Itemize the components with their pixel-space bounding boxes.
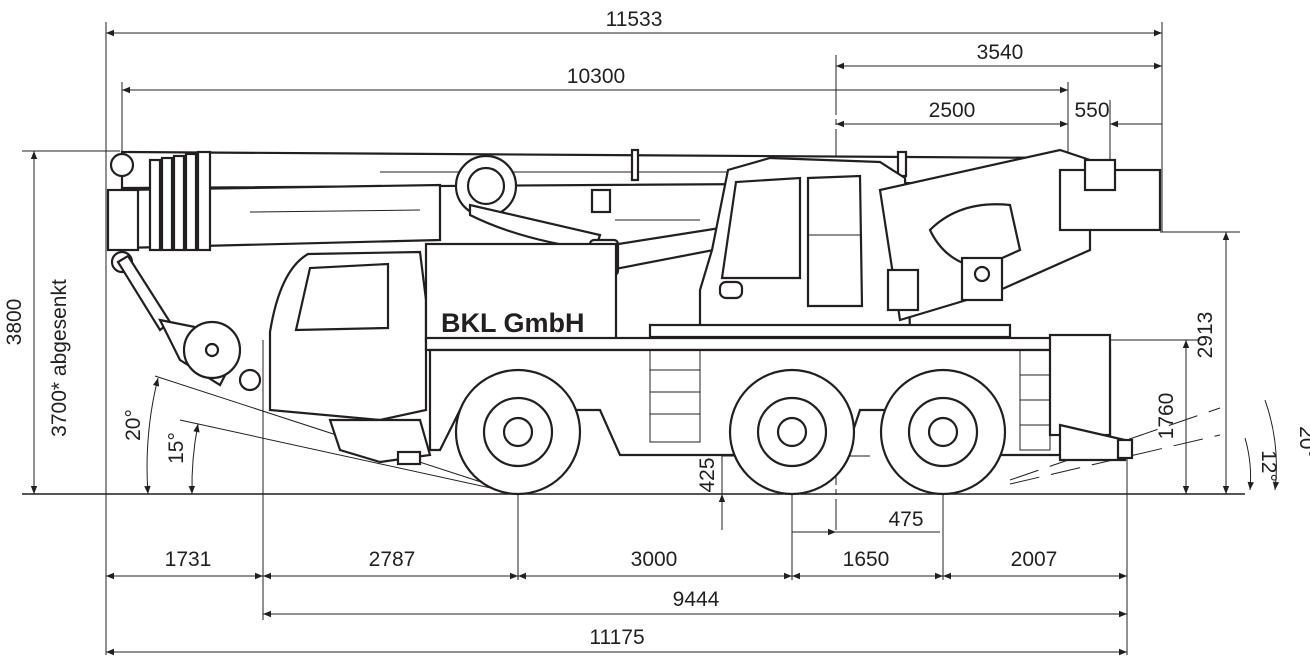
dim-wheelbase-3: 1650 xyxy=(843,548,890,571)
dim-outrigger-base: 9444 xyxy=(673,588,720,611)
wheel-middle xyxy=(728,368,856,496)
dim-height-lowered: 3700* abgesenkt xyxy=(48,279,71,437)
dim-ground-clearance: 425 xyxy=(696,457,719,492)
dim-overall-length-top: 11533 xyxy=(606,8,663,31)
wheel-front xyxy=(454,368,582,496)
superstructure xyxy=(648,148,1162,339)
dim-height-rear-top: 2913 xyxy=(1194,312,1217,359)
wheels xyxy=(454,368,1007,496)
dim-front-overhang: 1731 xyxy=(165,548,212,571)
brand-label: BKL GmbH xyxy=(441,308,585,338)
dim-angle-rear-20: 20° xyxy=(1295,426,1310,458)
dim-wheelbase-2: 3000 xyxy=(631,548,678,571)
horizontal-dimensions xyxy=(106,29,1162,656)
dim-boom-length: 10300 xyxy=(567,65,625,88)
dim-angle-front-15: 15° xyxy=(165,432,188,464)
dim-axle-offset: 475 xyxy=(888,508,923,531)
dim-overall-length-bottom: 11175 xyxy=(589,626,644,649)
dim-angle-rear-12: 12° xyxy=(1257,450,1280,482)
dim-rear-overhang: 2007 xyxy=(1011,548,1058,571)
dim-cab-to-rear: 2500 xyxy=(929,99,976,122)
dim-height: 3800 xyxy=(3,299,26,346)
dim-boom-rear: 3540 xyxy=(977,41,1024,64)
boom-sections xyxy=(148,150,212,252)
dim-rear-overhang-top: 550 xyxy=(1074,99,1109,122)
dim-wheelbase-1: 2787 xyxy=(369,548,416,571)
dim-height-deck: 1760 xyxy=(1155,393,1178,440)
dim-angle-front-20: 20° xyxy=(122,409,145,441)
wheel-rear xyxy=(879,368,1007,496)
dimension-labels: 11533 3540 10300 2500 550 3800 3700* abg… xyxy=(3,8,1310,649)
hook-block xyxy=(116,254,262,392)
crane-body: BKL GmbH xyxy=(106,148,1162,496)
